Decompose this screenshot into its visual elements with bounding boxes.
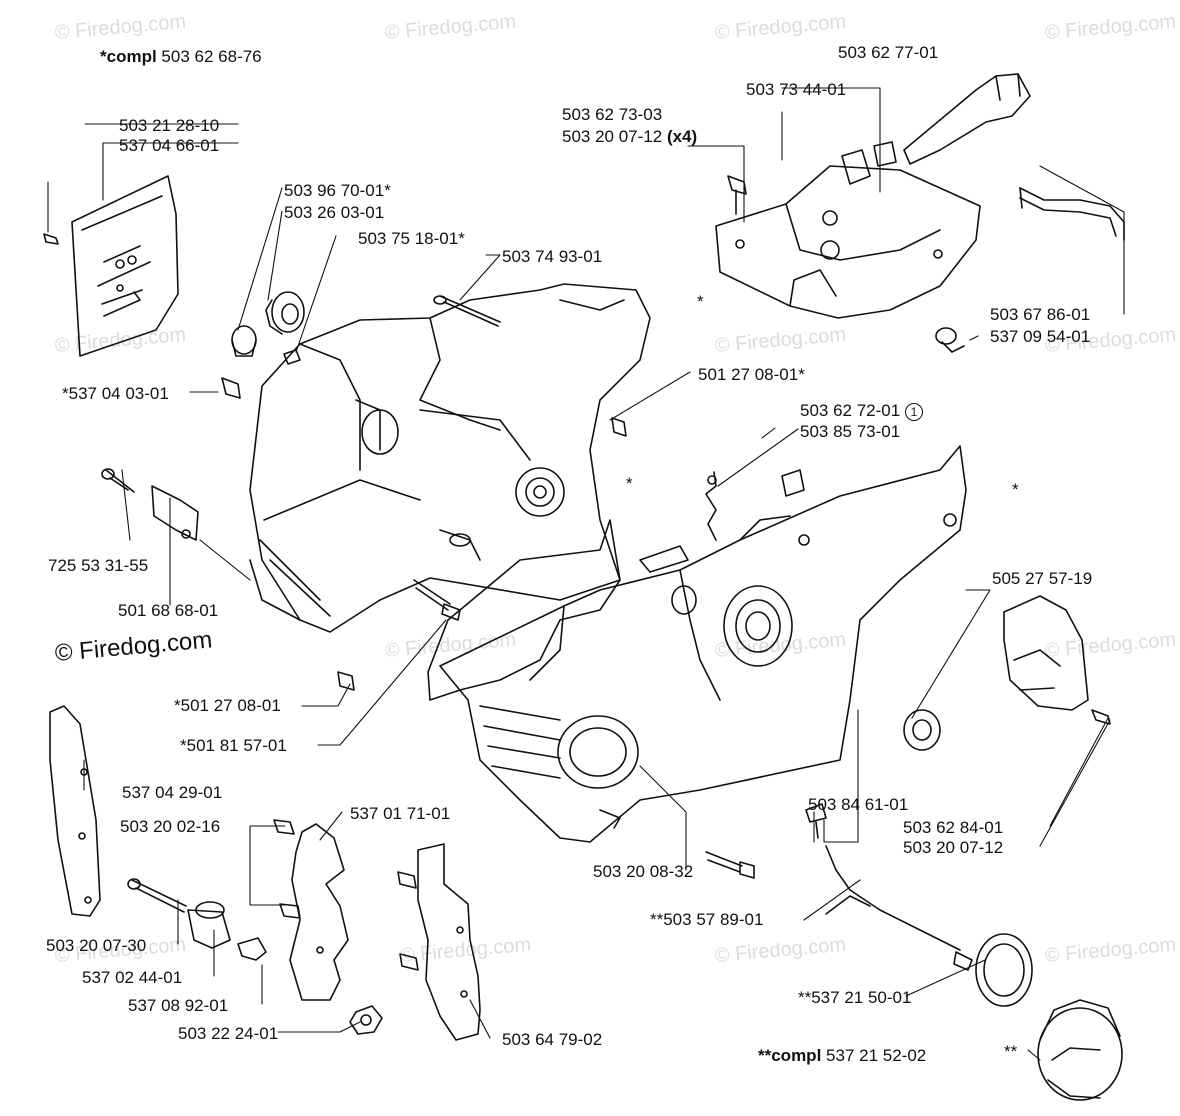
spring-stud	[413, 579, 461, 621]
crankcase-left-half	[249, 283, 651, 633]
part-label: 537 04 29-01	[122, 783, 223, 802]
mounting-screw	[805, 803, 827, 839]
part-label-qty: 503 20 07-12 (x4)	[562, 127, 697, 147]
seal-ring	[903, 709, 941, 751]
part-label: 537 09 54-01	[990, 327, 1091, 346]
part-label: 503 73 44-01	[746, 80, 847, 99]
part-label: 503 96 70-01*	[284, 181, 391, 200]
part-number: 503 20 07-12	[562, 127, 663, 146]
fuel-cap	[1037, 999, 1123, 1101]
fuel-cap-seal	[975, 933, 1033, 1007]
part-label-compl-bottom: **compl 537 21 52-02	[758, 1046, 926, 1066]
asterisk-label: **	[1004, 1042, 1018, 1061]
bolt-long	[127, 878, 187, 913]
part-label: 503 75 18-01*	[358, 229, 465, 248]
part-label: 503 62 84-01	[903, 818, 1004, 837]
grommet	[873, 141, 897, 167]
part-label: *537 04 03-01	[62, 384, 169, 403]
fuel-filter-nipple	[935, 327, 965, 353]
fuel-line	[1019, 187, 1125, 241]
part-label: 503 74 93-01	[502, 247, 603, 266]
spacer-bush	[781, 469, 805, 497]
screw-small-a	[273, 819, 295, 835]
screw-bottom	[705, 851, 755, 879]
crankcase-gasket	[427, 519, 621, 701]
part-label: 503 62 73-03	[562, 105, 663, 124]
clamp-bracket	[151, 485, 199, 541]
part-label: 503 20 08-32	[593, 862, 694, 881]
part-label: *501 27 08-01	[174, 696, 281, 715]
dowel-pin	[337, 671, 355, 691]
part-label: 537 04 66-01	[119, 136, 220, 155]
cover-screw	[1091, 709, 1111, 725]
part-label: 503 64 79-02	[502, 1030, 603, 1049]
part-label: 503 67 86-01	[990, 305, 1091, 324]
guide-bar-plate	[49, 705, 101, 917]
part-label: 503 20 02-16	[120, 817, 221, 836]
screw-small-c	[397, 871, 419, 971]
asterisk-label: *	[697, 292, 704, 311]
asterisk-label: *	[626, 474, 633, 493]
screw	[433, 295, 501, 327]
crankcase-right-half	[439, 445, 967, 843]
spacer-sleeve	[187, 901, 231, 949]
part-label: 503 26 03-01	[284, 203, 385, 222]
throttle-lever	[903, 73, 1031, 165]
part-label: 503 20 07-12	[903, 838, 1004, 857]
part-label: 725 53 31-55	[48, 556, 149, 575]
part-label: **503 57 89-01	[650, 910, 764, 929]
part-number: 503 62 68-76	[156, 47, 262, 66]
circled-note-mark: 1	[904, 402, 923, 421]
part-label: *501 81 57-01	[180, 736, 287, 755]
part-number: 503 62 72-01	[800, 401, 901, 420]
part-label-circled: 503 62 72-01 1	[800, 401, 923, 421]
part-label: 537 08 92-01	[128, 996, 229, 1015]
part-label: 505 27 57-19	[992, 569, 1093, 588]
asterisk-label: *	[1012, 480, 1019, 499]
tank-screw	[727, 175, 747, 215]
bolt-short	[237, 937, 267, 961]
part-label: 501 27 08-01*	[698, 365, 805, 384]
bolt-725	[101, 468, 135, 493]
stud	[283, 349, 301, 365]
part-label: 537 02 44-01	[82, 968, 183, 987]
compl-prefix: *compl	[100, 47, 157, 66]
part-label-compl-full: *compl 503 62 68-76	[100, 47, 262, 67]
nut	[349, 1005, 383, 1035]
part-label: 503 85 73-01	[800, 422, 901, 441]
fuel-pickup-hose	[825, 845, 973, 971]
compl-prefix: **compl	[758, 1046, 822, 1065]
tank-cover	[715, 149, 981, 319]
quantity-text: (x4)	[666, 127, 698, 146]
part-label: 537 01 71-01	[350, 804, 451, 823]
bearing	[265, 291, 305, 335]
bumper-spike-a	[289, 823, 349, 1001]
part-number: 537 21 52-02	[826, 1046, 927, 1065]
part-label: 503 21 28-10	[119, 116, 220, 135]
cover-plate	[1003, 595, 1089, 711]
chain-guide-plate	[71, 175, 179, 357]
spring-clip	[705, 471, 717, 541]
part-label: 503 20 07-30	[46, 936, 147, 955]
part-label: 503 84 61-01	[808, 795, 909, 814]
part-label: 501 68 68-01	[118, 601, 219, 620]
pin	[221, 377, 241, 399]
small-screw	[43, 233, 59, 245]
bumper-spike-b	[417, 843, 481, 1041]
bushing	[231, 325, 257, 357]
sleeve-bush	[611, 417, 627, 437]
part-label: 503 62 77-01	[838, 43, 939, 62]
leader-lines	[47, 87, 1125, 1061]
part-label: 503 22 24-01	[178, 1024, 279, 1043]
part-label: **537 21 50-01	[798, 988, 912, 1007]
